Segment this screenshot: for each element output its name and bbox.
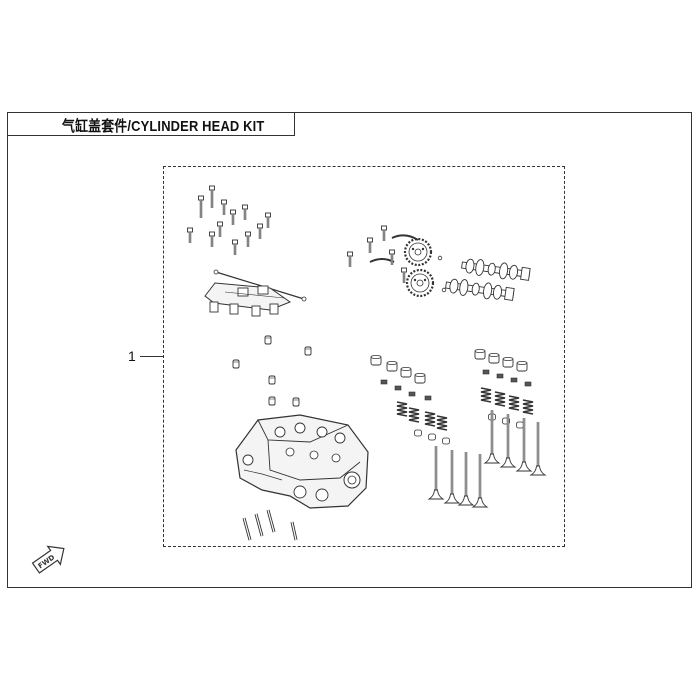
studs	[242, 509, 298, 541]
fwd-arrow-icon: FWD	[31, 545, 65, 574]
dowel-pins	[232, 335, 312, 407]
callout-number: 1	[128, 348, 136, 364]
rocker-arm-assembly	[204, 269, 307, 317]
bolt-group	[186, 184, 272, 257]
exhaust-valve-set	[474, 348, 547, 477]
title-box	[7, 112, 295, 136]
camshaft-sprockets	[346, 224, 447, 298]
page-title: 气缸盖套件/CYLINDER HEAD KIT	[62, 118, 265, 135]
camshafts	[444, 256, 531, 303]
callout-leader-line	[140, 356, 163, 357]
kit-boundary	[163, 166, 565, 547]
cylinder-head	[235, 414, 369, 509]
page-frame	[7, 112, 692, 588]
intake-valve-set	[370, 354, 489, 509]
